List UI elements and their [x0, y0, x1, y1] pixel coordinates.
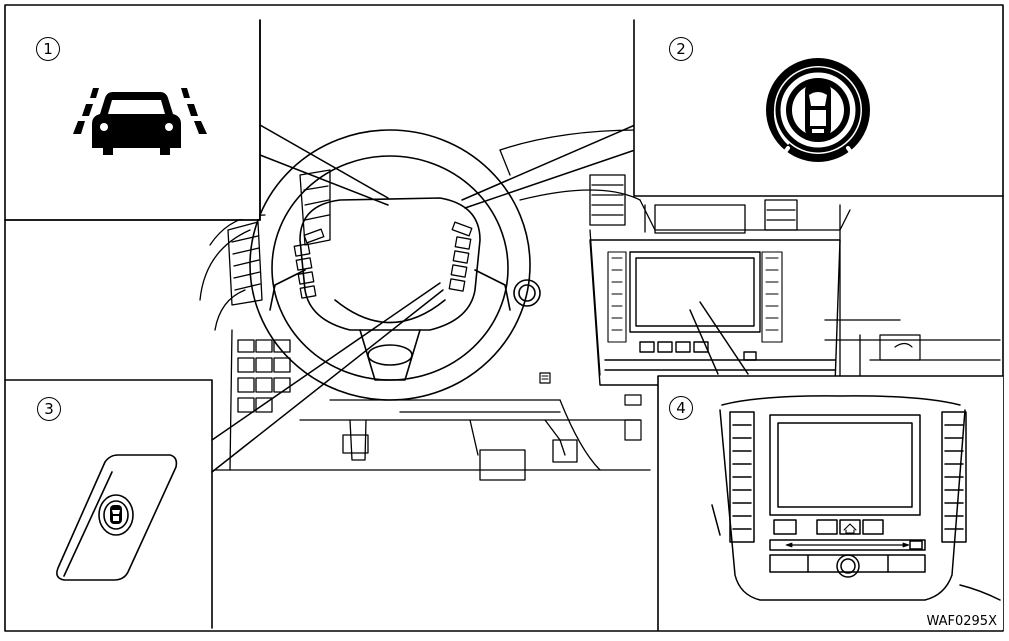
pointer-1-lower [259, 154, 389, 206]
callout-number-3: 3 [37, 397, 61, 421]
switch-panel-illustration [56, 454, 178, 581]
pointer-3-lower [211, 289, 444, 473]
steering-wheel [249, 129, 531, 401]
center-stack-vent-strips [607, 251, 783, 343]
pointer-3-upper [211, 282, 441, 441]
pedals [342, 419, 578, 481]
right-vent [589, 174, 798, 234]
pointer-2-lower [464, 149, 636, 209]
left-switch-cluster [237, 339, 291, 413]
center-stack [589, 239, 841, 386]
right-side-panel [879, 334, 921, 361]
figure-border [4, 4, 1004, 632]
lower-console [624, 394, 642, 441]
steering-left-buttons [293, 228, 325, 299]
panel-3-border [4, 379, 213, 629]
ignition-knob [513, 279, 541, 307]
pointer-2-upper [461, 124, 636, 201]
switch-button-icon [98, 494, 134, 536]
left-vent [227, 169, 331, 306]
callout-number-1: 1 [36, 37, 60, 61]
small-switch [539, 372, 551, 384]
steering-right-buttons [448, 221, 473, 292]
center-display-panel [711, 395, 1001, 601]
panel-2-border [633, 19, 1004, 197]
figure-code: WAF0295X [926, 614, 997, 629]
lane-departure-warning-icon [73, 88, 207, 155]
pointer-1-upper [259, 124, 389, 199]
pointer-4-upper [699, 301, 749, 375]
vehicle-surround-sensor-icon [766, 58, 870, 162]
callout-number-2: 2 [669, 37, 693, 61]
pointer-4-lower [689, 309, 719, 375]
callout-number-4: 4 [669, 396, 693, 420]
pointer-lines [211, 124, 749, 473]
panel-4-border [657, 375, 1004, 631]
